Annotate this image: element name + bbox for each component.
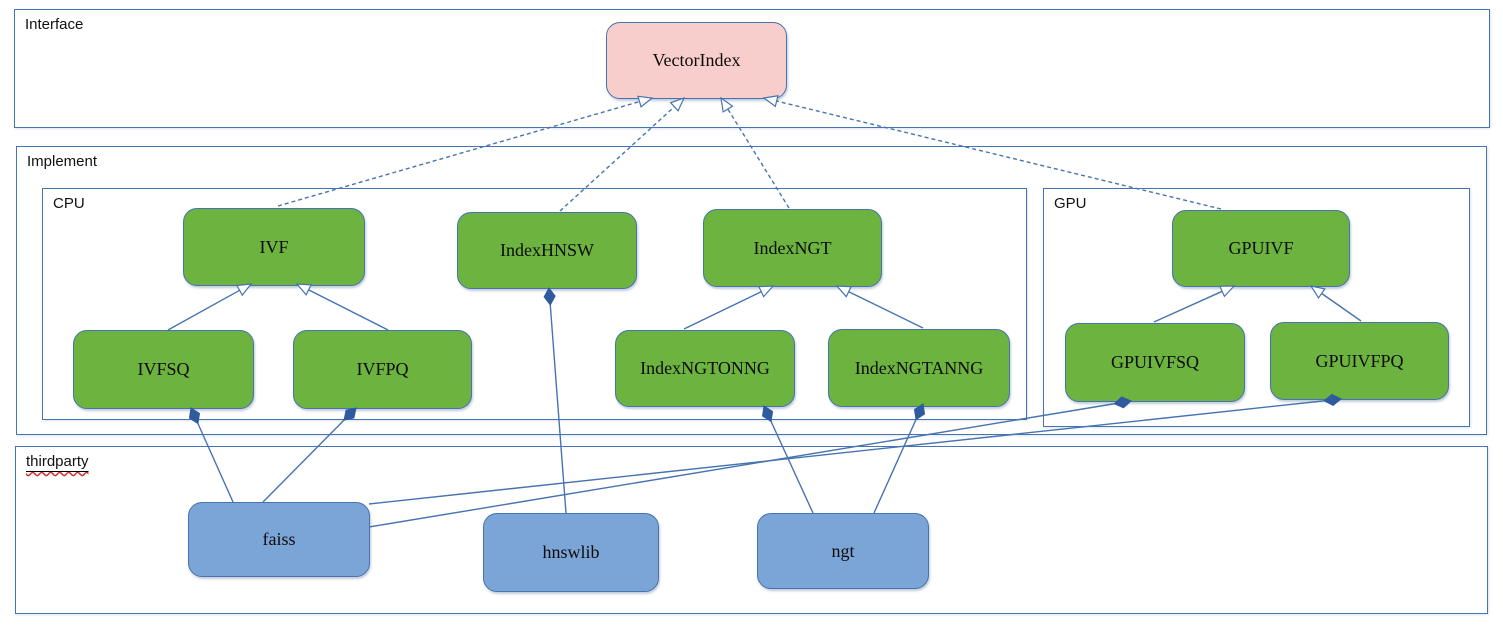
node-vectorindex-label: VectorIndex <box>652 50 741 70</box>
node-indexngtonng-label: IndexNGTONNG <box>640 358 770 378</box>
node-faiss-label: faiss <box>262 529 296 549</box>
container-label-gpu: GPU <box>1054 195 1087 212</box>
node-gpuivf[interactable]: GPUIVF <box>1172 210 1350 287</box>
node-ivfsq[interactable]: IVFSQ <box>73 330 254 409</box>
node-ivfpq-label: IVFPQ <box>356 359 409 379</box>
node-gpuivfpq-label: GPUIVFPQ <box>1315 350 1404 371</box>
container-label-cpu: CPU <box>53 195 85 212</box>
container-label-thirdparty: thirdparty <box>26 453 89 470</box>
node-hnswlib-label: hnswlib <box>542 542 600 562</box>
node-gpuivfsq[interactable]: GPUIVFSQ <box>1065 323 1245 402</box>
node-indexngt[interactable]: IndexNGT <box>703 209 882 287</box>
node-indexngtanng-label: IndexNGTANNG <box>854 357 984 378</box>
node-indexngt-label: IndexNGT <box>753 237 832 258</box>
node-hnswlib[interactable]: hnswlib <box>483 513 659 592</box>
node-gpuivfpq[interactable]: GPUIVFPQ <box>1270 322 1449 400</box>
node-indexngtonng[interactable]: IndexNGTONNG <box>615 330 795 407</box>
node-indexngtanng[interactable]: IndexNGTANNG <box>828 329 1010 407</box>
container-label-interface: Interface <box>25 16 84 33</box>
node-ivf[interactable]: IVF <box>183 208 365 286</box>
node-indexhnsw-label: IndexHNSW <box>500 240 594 260</box>
node-ngt-label: ngt <box>831 540 855 561</box>
node-ivfsq-label: IVFSQ <box>137 359 190 379</box>
node-ivfpq[interactable]: IVFPQ <box>293 330 472 409</box>
node-ngt[interactable]: ngt <box>757 513 929 589</box>
node-vectorindex[interactable]: VectorIndex <box>606 22 787 99</box>
container-label-implement: Implement <box>27 153 98 170</box>
container-label-thirdparty-text: thirdparty <box>26 453 89 470</box>
node-faiss[interactable]: faiss <box>188 502 370 577</box>
node-gpuivfsq-label: GPUIVFSQ <box>1110 352 1200 372</box>
node-ivf-label: IVF <box>259 236 289 257</box>
node-indexhnsw[interactable]: IndexHNSW <box>457 212 637 289</box>
node-gpuivf-label: GPUIVF <box>1228 238 1294 258</box>
